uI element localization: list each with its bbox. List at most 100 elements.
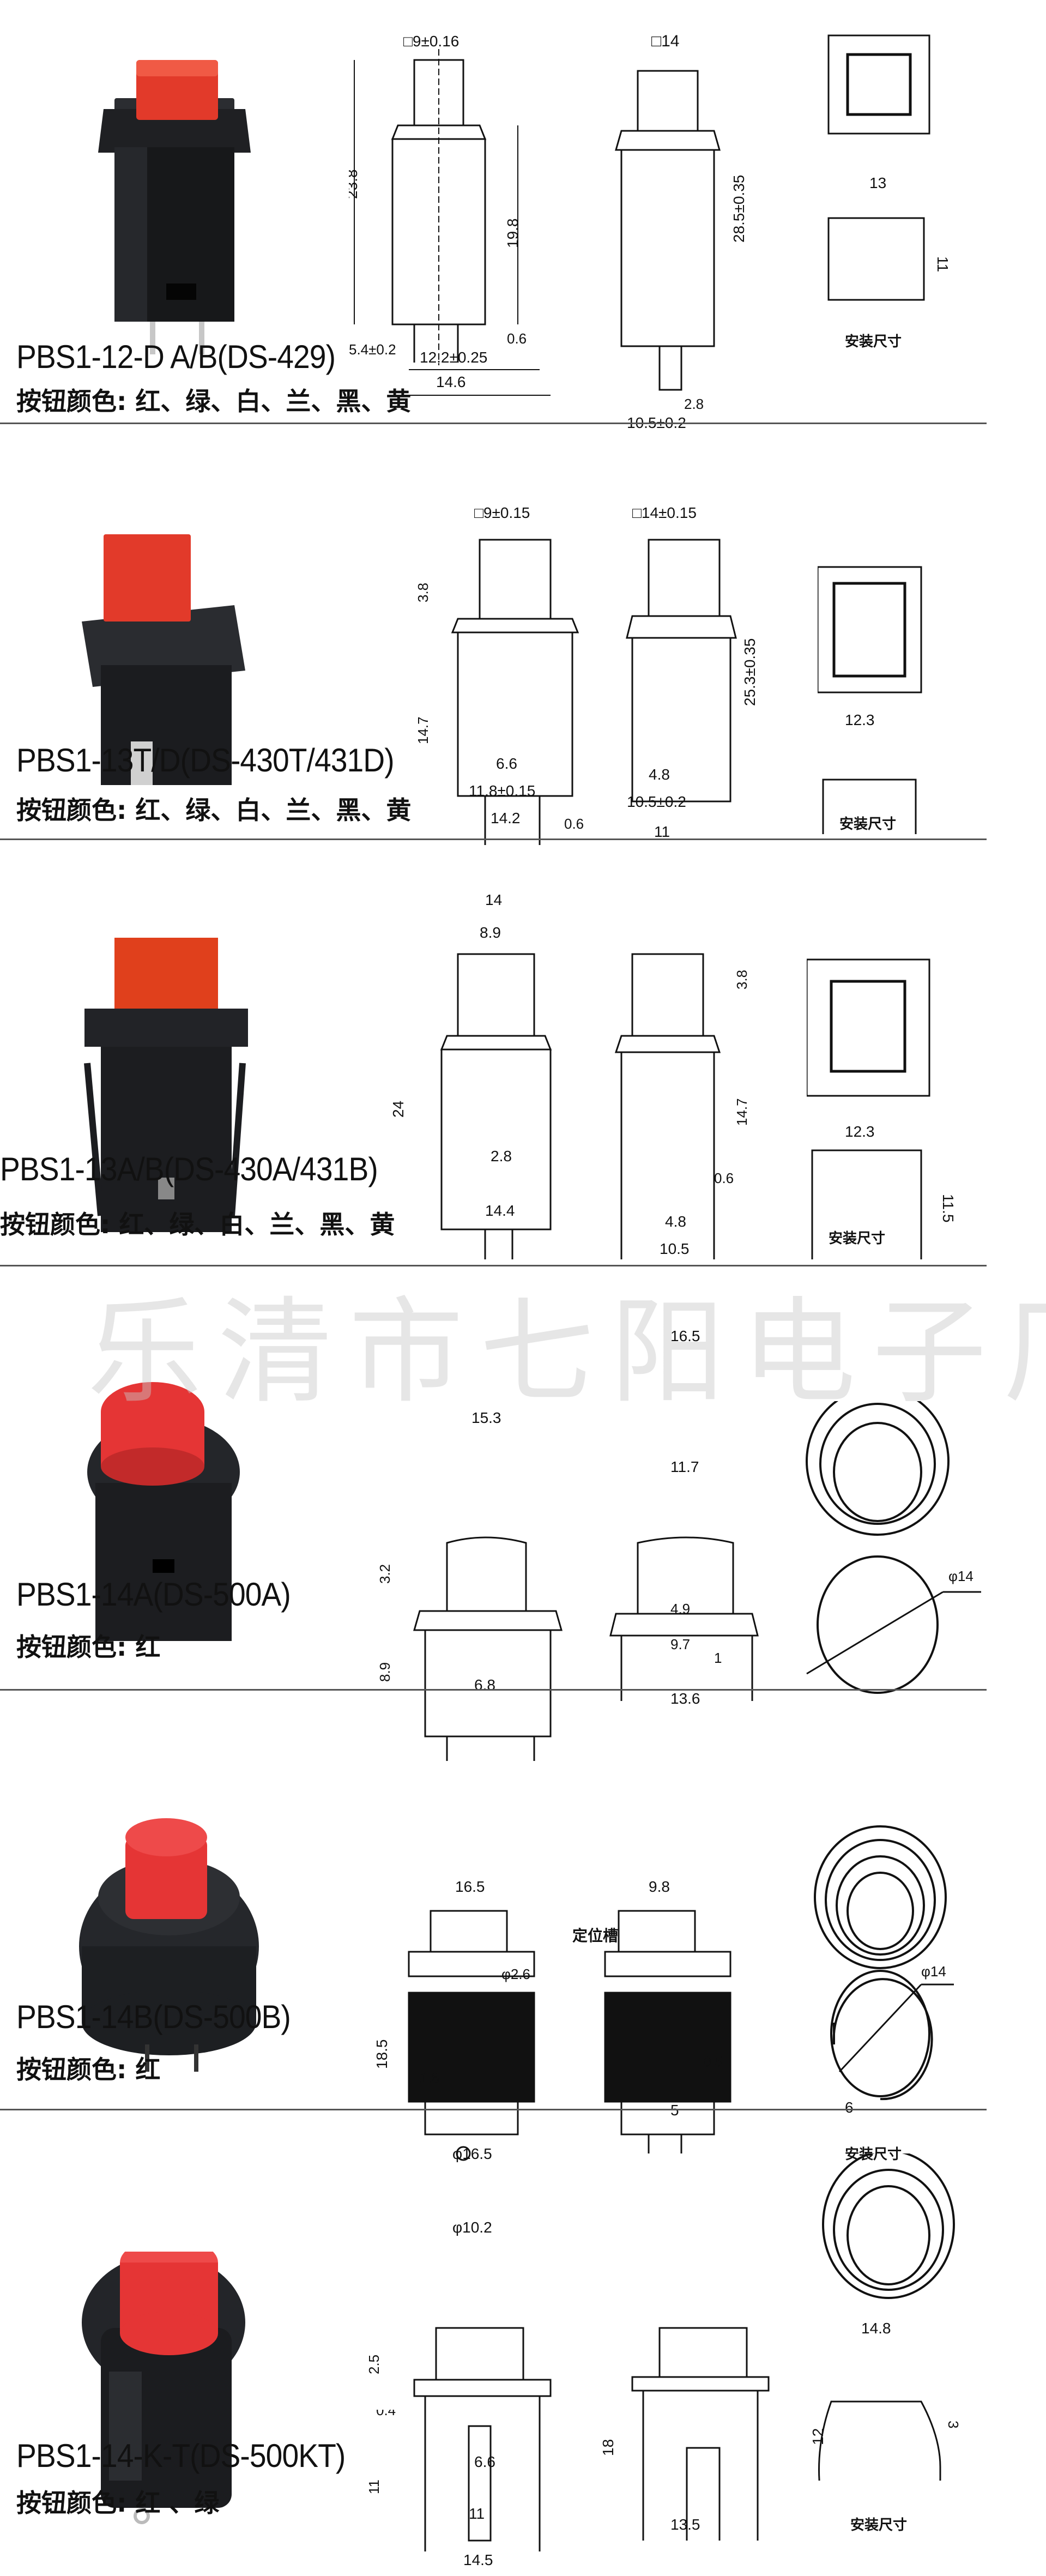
svg-text:24: 24 — [392, 1101, 407, 1118]
svg-text:8.9: 8.9 — [480, 924, 501, 941]
button-colors-text: 按钮颜色: 红、绿、白、兰、黑、黄 — [16, 795, 412, 825]
side-view-dims: 13.5 — [654, 2508, 763, 2554]
svg-text:2.5: 2.5 — [366, 2355, 382, 2374]
svg-text:0.6: 0.6 — [507, 330, 527, 347]
front-view-drawing: φ16.5 φ10.2 2.5 11 — [354, 2137, 561, 2576]
svg-text:φ14: φ14 — [921, 1963, 946, 1980]
svg-text:14.6: 14.6 — [436, 373, 466, 390]
switch-photo-icon — [87, 1382, 240, 1641]
svg-text:安装尺寸: 安装尺寸 — [829, 1230, 885, 1246]
section-divider — [0, 1265, 987, 1266]
button-colors-text: 按钮颜色: 红 、绿 — [16, 2488, 220, 2518]
svg-text:11.7: 11.7 — [670, 1458, 699, 1475]
section-divider — [0, 838, 987, 840]
svg-text:6.8: 6.8 — [474, 1676, 495, 1693]
svg-text:19.8: 19.8 — [504, 219, 521, 249]
svg-text:□14: □14 — [651, 32, 680, 50]
svg-text:14: 14 — [485, 891, 502, 908]
svg-text:4.8: 4.8 — [649, 766, 670, 783]
side-view-drawing: 9.8 定位槽 — [567, 1878, 763, 2164]
svg-text:16.5: 16.5 — [670, 1328, 700, 1344]
svg-text:14.7: 14.7 — [734, 1098, 750, 1126]
mount-drawing: 14.8 12 3 — [807, 2150, 1003, 2539]
svg-text:12.3: 12.3 — [845, 711, 875, 728]
svg-text:10.5±0.2: 10.5±0.2 — [627, 793, 686, 810]
side-view-dims: 0.6 4.8 10.5 — [643, 1161, 752, 1273]
svg-text:11.5: 11.5 — [940, 1194, 957, 1222]
front-view-drawing: □9±0.16 23.8 19.8 5.4±0.2 0.6 — [343, 16, 545, 373]
side-view-drawing: □14 28.5±0.35 2.8 10.5±0.2 — [605, 16, 779, 433]
product-section-5: 16.5 18.5 φ2.6 9.8 定位槽 0.5 — [0, 1701, 1046, 2164]
product-section-2: □9±0.15 3.8 14.7 0.6 6.6 11.8±0.15 14.2 … — [0, 425, 1046, 890]
svg-text:14.8: 14.8 — [861, 2320, 891, 2337]
front-view-drawing: 16.5 18.5 — [371, 1878, 545, 2167]
svg-text:18.5: 18.5 — [373, 2040, 390, 2070]
front-view-dims: 6.6 11.8±0.15 14.2 — [458, 731, 621, 853]
front-view-drawing: 14 8.9 24 — [390, 889, 589, 1269]
section-divider — [0, 423, 987, 424]
section-divider — [0, 2109, 987, 2110]
svg-text:13: 13 — [869, 174, 886, 191]
svg-text:13.5: 13.5 — [670, 2516, 700, 2533]
svg-text:28.5±0.35: 28.5±0.35 — [730, 175, 747, 243]
pin-offset-block: 1.6 — [414, 2050, 523, 2118]
svg-text:11: 11 — [654, 823, 670, 840]
button-colors-text: 按钮颜色: 红 — [16, 1632, 161, 1662]
svg-text:2.8: 2.8 — [491, 1148, 512, 1165]
product-model-title: PBS1-12-D A/B(DS-429) — [16, 339, 336, 375]
svg-text:φ10.2: φ10.2 — [452, 2219, 492, 2236]
svg-text:3.8: 3.8 — [734, 970, 750, 990]
product-photo[interactable] — [76, 932, 262, 1240]
mount-drawing: 13 11 安装尺寸 — [823, 27, 987, 368]
svg-text:安装尺寸: 安装尺寸 — [850, 2517, 907, 2533]
section-divider — [0, 1689, 987, 1691]
svg-text:14.2: 14.2 — [491, 810, 521, 827]
svg-text:15.3: 15.3 — [471, 1409, 501, 1426]
svg-text:0.4: 0.4 — [376, 2410, 396, 2418]
button-colors-text: 按钮颜色: 红 — [16, 2055, 161, 2084]
svg-text:14.4: 14.4 — [485, 1202, 515, 1219]
front-view-dims: 0.4 6.6 11 14.5 — [371, 2402, 545, 2576]
product-section-3: 14 8.9 24 2.8 14.4 3.8 14.7 0.6 4.8 10.5 — [0, 850, 1046, 1326]
svg-text:3.8: 3.8 — [415, 583, 431, 602]
side-view-dims: 4.8 10.5±0.2 11 — [627, 763, 736, 853]
svg-text:12: 12 — [809, 2428, 826, 2445]
product-photo[interactable] — [82, 27, 273, 390]
svg-text:0.6: 0.6 — [714, 1170, 734, 1186]
svg-text:11: 11 — [934, 256, 951, 272]
svg-text:4.9: 4.9 — [670, 1603, 690, 1617]
svg-text:12.2±0.25: 12.2±0.25 — [420, 349, 487, 366]
svg-text:9.7: 9.7 — [670, 1636, 690, 1652]
mount-drawing: φ14 — [801, 1386, 997, 1709]
svg-text:6: 6 — [845, 2099, 854, 2116]
product-model-title: PBS1-14-K-T(DS-500KT) — [16, 2438, 346, 2474]
svg-text:9.8: 9.8 — [649, 1881, 670, 1895]
side-view-dims: 4.9 9.7 1 13.6 — [627, 1601, 769, 1715]
switch-photo-icon — [79, 1818, 259, 2072]
svg-text:25.3±0.35: 25.3±0.35 — [741, 638, 758, 706]
svg-text:23.8: 23.8 — [349, 170, 360, 200]
svg-text:1: 1 — [714, 1650, 722, 1666]
product-section-6: φ16.5 φ10.2 2.5 11 0.4 6.6 11 14.5 18 13… — [0, 2126, 1046, 2576]
svg-text:□9±0.15: □9±0.15 — [474, 504, 530, 521]
front-view-drawing: □9±0.15 3.8 14.7 0.6 — [414, 480, 610, 853]
product-photo[interactable] — [76, 1379, 251, 1655]
product-photo[interactable] — [71, 523, 267, 796]
switch-photo-icon — [82, 534, 245, 796]
switch-photo-icon — [84, 938, 248, 1232]
front-view-dims: φ2.6 — [414, 1957, 578, 2134]
svg-text:8.9: 8.9 — [377, 1662, 393, 1682]
svg-text:11: 11 — [366, 2480, 382, 2494]
svg-text:定位槽: 定位槽 — [572, 1927, 618, 1944]
product-model-title: PBS1-14B(DS-500B) — [16, 1999, 291, 2035]
svg-text:18: 18 — [600, 2439, 616, 2456]
svg-text:10.5: 10.5 — [660, 1240, 690, 1257]
product-photo[interactable] — [76, 1810, 273, 2085]
svg-text:16.5: 16.5 — [455, 1881, 485, 1895]
svg-text:0.5: 0.5 — [703, 2053, 723, 2070]
mount-label-block: 安装尺寸 — [839, 2137, 948, 2173]
svg-text:14.5: 14.5 — [463, 2551, 493, 2568]
mount-label-block: 安装尺寸 — [839, 2508, 948, 2543]
svg-text:□9±0.16: □9±0.16 — [403, 33, 459, 50]
svg-text:11.8±0.15: 11.8±0.15 — [469, 782, 535, 799]
